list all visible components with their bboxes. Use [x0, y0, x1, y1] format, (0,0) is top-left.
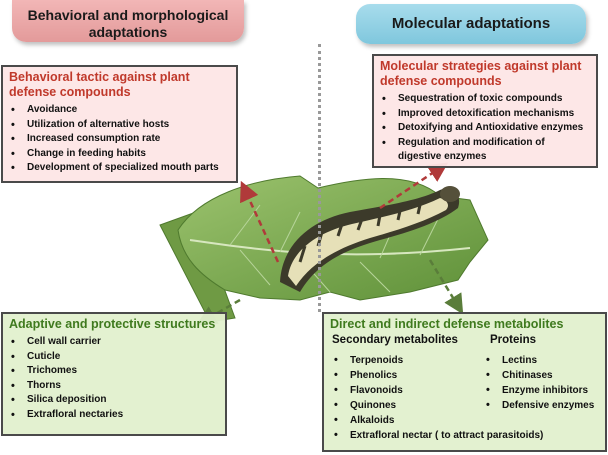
list-item: Extrafloral nectar ( to attract parasito… [332, 428, 543, 443]
list-item: Trichomes [9, 364, 219, 379]
list-item: Phenolics [332, 368, 543, 383]
molecular-strategies-list: Sequestration of toxic compounds Improve… [380, 92, 590, 165]
list-item: Enzyme inhibitors [484, 383, 594, 398]
proteins-list: Lectins Chitinases Enzyme inhibitors Def… [484, 353, 594, 413]
list-item: Avoidance [9, 103, 230, 118]
secondary-metabolites-list: Terpenoids Phenolics Flavonoids Quinones… [332, 353, 543, 443]
list-item: Sequestration of toxic compounds [380, 92, 590, 107]
list-item: Alkaloids [332, 413, 543, 428]
protective-structures-title: Adaptive and protective structures [9, 317, 216, 331]
list-item: Chitinases [484, 368, 594, 383]
list-item: Thorns [9, 379, 219, 394]
list-item: Increased consumption rate [9, 132, 230, 147]
behavioral-tactics-title: Behavioral tactic against plant defense … [9, 70, 190, 99]
list-item: Cell wall carrier [9, 335, 219, 350]
proteins-heading: Proteins [490, 334, 537, 346]
list-item: Quinones [332, 398, 543, 413]
behavioral-tactics-box: Behavioral tactic against plant defense … [1, 65, 238, 183]
list-item: Utilization of alternative hosts [9, 118, 230, 133]
list-item: Development of specialized mouth parts [9, 161, 230, 176]
behavioral-tactics-list: Avoidance Utilization of alternative hos… [9, 103, 230, 176]
secondary-metabolites-heading: Secondary metabolites [332, 334, 458, 346]
list-item: Detoxifying and Antioxidative enzymes [380, 121, 590, 136]
header-behavioral-morphological: Behavioral and morphological adaptations [12, 0, 244, 42]
protective-structures-box: Adaptive and protective structures Cell … [1, 312, 227, 436]
list-item: Terpenoids [332, 353, 543, 368]
list-item: Extrafloral nectaries [9, 408, 219, 423]
defense-metabolites-box: Direct and indirect defense metabolites … [322, 312, 607, 452]
arrow-to-metabolites [428, 259, 464, 315]
arrow-to-molecular [379, 162, 449, 210]
list-item: Lectins [484, 353, 594, 368]
molecular-strategies-box: Molecular strategies against plant defen… [372, 54, 598, 168]
molecular-strategies-title: Molecular strategies against plant defen… [380, 59, 582, 88]
list-item: Regulation and modification of digestive… [380, 136, 590, 165]
arrow-to-behavioral [240, 180, 280, 263]
list-item: Silica deposition [9, 393, 219, 408]
list-item: Change in feeding habits [9, 147, 230, 162]
protective-structures-list: Cell wall carrier Cuticle Trichomes Thor… [9, 335, 219, 422]
list-item: Defensive enzymes [484, 398, 594, 413]
list-item: Flavonoids [332, 383, 543, 398]
center-divider [318, 44, 321, 312]
header-molecular: Molecular adaptations [356, 4, 586, 44]
list-item: Cuticle [9, 350, 219, 365]
defense-metabolites-title: Direct and indirect defense metabolites [330, 317, 564, 331]
list-item: Improved detoxification mechanisms [380, 107, 590, 122]
